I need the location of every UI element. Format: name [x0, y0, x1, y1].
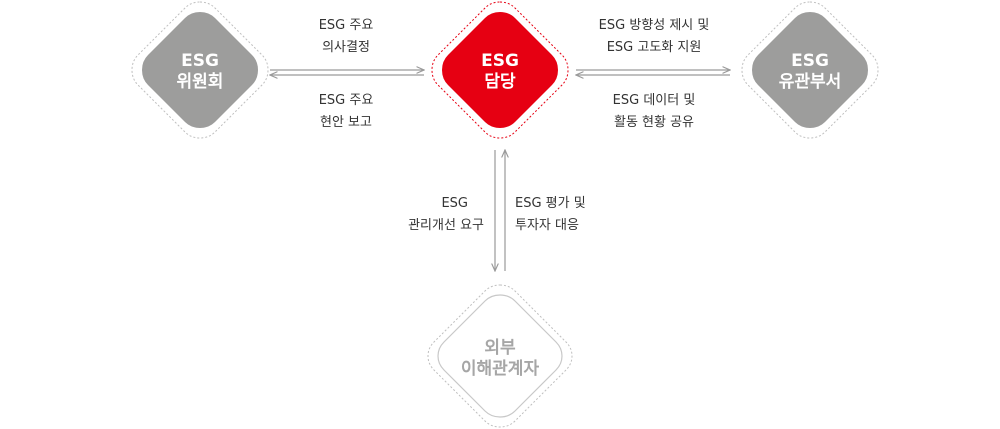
node-subtitle: 유관부서 — [779, 72, 842, 92]
node-title: ESG — [791, 51, 829, 71]
edge-label-line: 관리개선 요구 — [408, 218, 484, 233]
label-to-committee: ESG 주요 의사결정 — [319, 18, 374, 55]
edge-label-line: ESG 평가 및 — [515, 196, 586, 211]
label-from-departments: ESG 데이터 및 활동 현황 공유 — [613, 93, 696, 130]
node-title: ESG — [181, 51, 219, 71]
node-title: 외부 — [484, 338, 516, 358]
node-subtitle: 이해관계자 — [461, 359, 540, 379]
node-related-departments: ESG 유관부서 — [741, 1, 879, 139]
node-esg-committee: ESG 위원회 — [131, 1, 269, 139]
edge-label-line: ESG 방향성 제시 및 — [599, 18, 710, 33]
edge-label-line: ESG 주요 — [319, 18, 374, 33]
label-to-departments: ESG 방향성 제시 및 ESG 고도화 지원 — [599, 18, 710, 55]
edge-label-line: ESG 고도화 지원 — [607, 40, 702, 55]
label-from-external: ESG 평가 및 투자자 대응 — [515, 196, 586, 233]
node-shape — [442, 12, 558, 128]
node-external-stakeholders: 외부 이해관계자 — [427, 284, 573, 428]
node-outline — [427, 284, 573, 428]
node-title: ESG — [481, 51, 519, 71]
node-shape — [437, 294, 563, 418]
edge-label-line: ESG 데이터 및 — [613, 93, 696, 108]
node-subtitle: 담당 — [484, 72, 516, 92]
node-shape — [142, 12, 258, 128]
label-to-external: ESG 관리개선 요구 — [408, 196, 484, 233]
node-subtitle: 위원회 — [177, 72, 224, 92]
edge-label-line: 현안 보고 — [320, 115, 372, 130]
node-esg-team: ESG 담당 — [431, 1, 569, 139]
label-from-committee: ESG 주요 현안 보고 — [319, 93, 374, 130]
node-shape — [752, 12, 868, 128]
edge-label-line: 의사결정 — [322, 40, 370, 55]
edge-label-line: 투자자 대응 — [515, 218, 579, 233]
edge-label-line: ESG 주요 — [319, 93, 374, 108]
edge-label-line: 활동 현황 공유 — [614, 115, 694, 130]
edge-label-line: ESG — [441, 196, 468, 211]
